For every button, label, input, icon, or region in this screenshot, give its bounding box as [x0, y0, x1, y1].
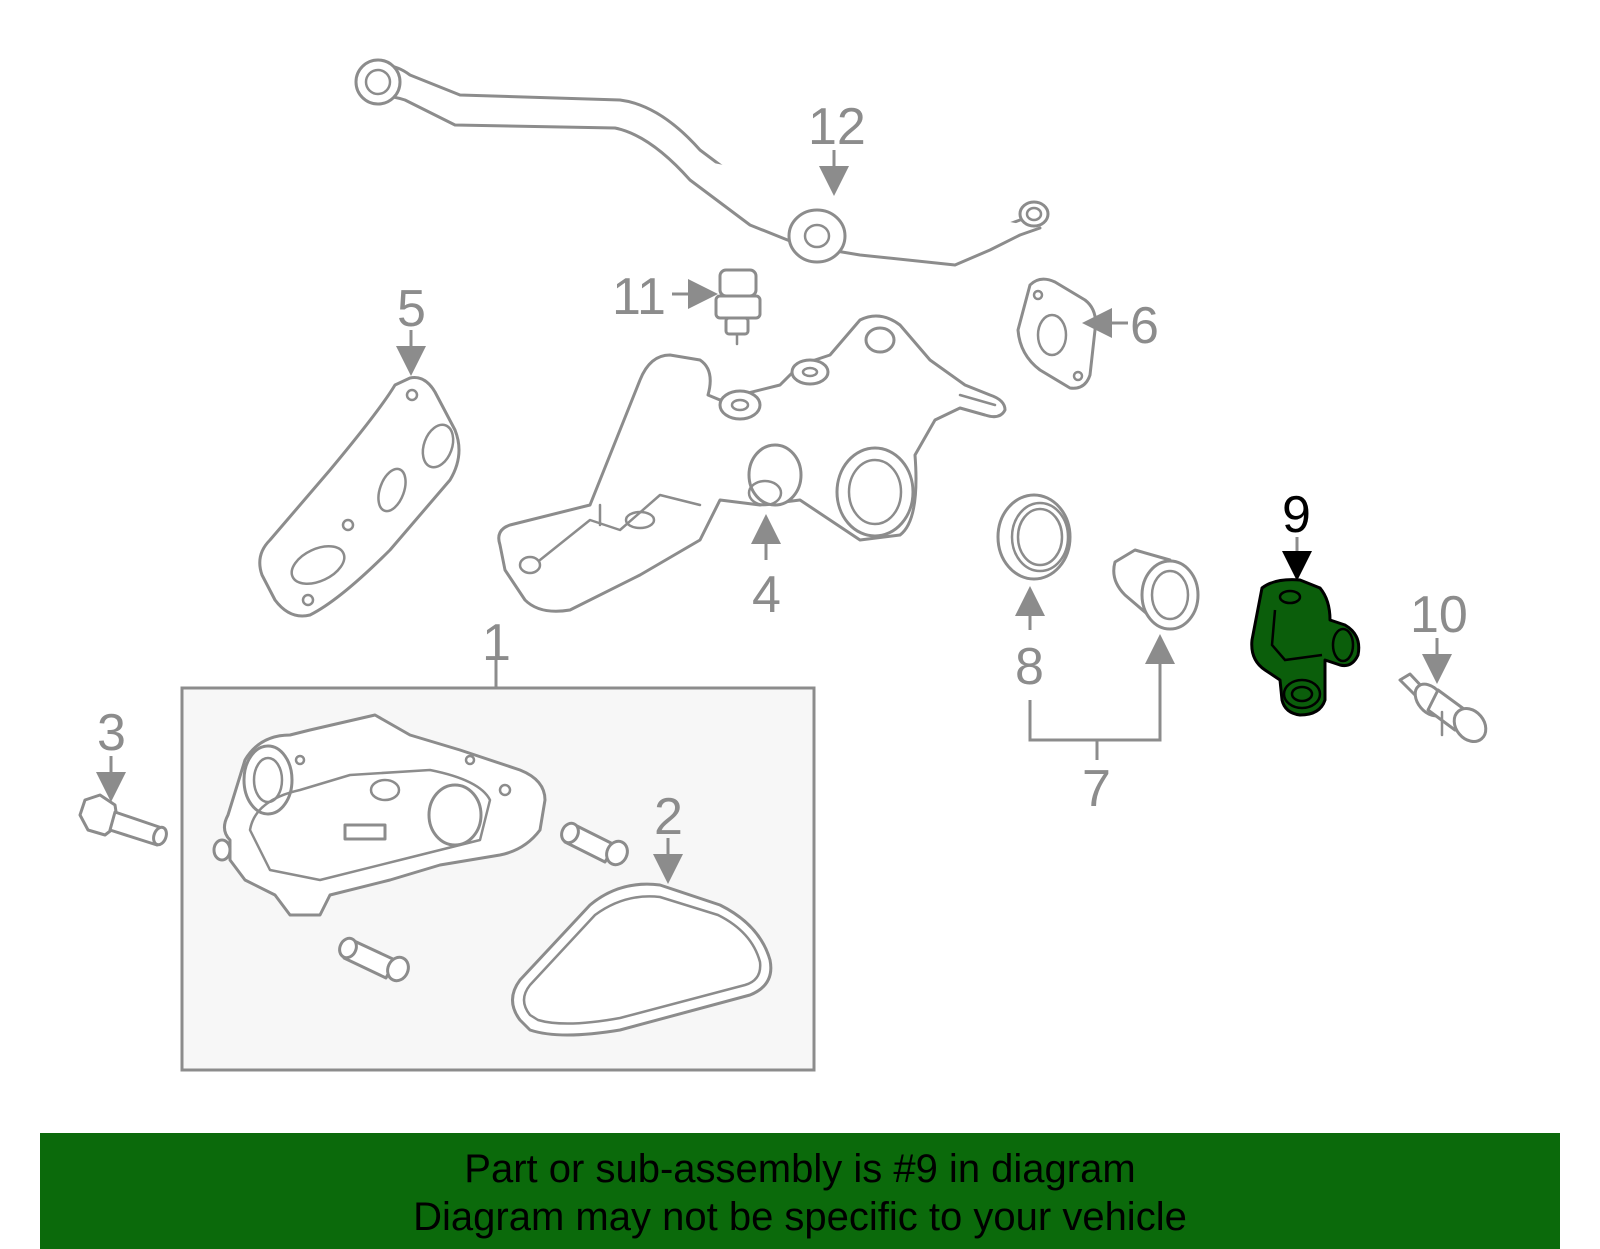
dowel-pin-upper [560, 821, 629, 867]
parts-diagram: 12 11 5 4 [78, 58, 1488, 1072]
callout-7: 7 [1082, 760, 1111, 818]
callout-8: 8 [1015, 638, 1044, 696]
callout-3: 3 [97, 704, 126, 762]
callout-2: 2 [654, 788, 683, 846]
part-11-sensor [714, 268, 762, 346]
part-10-sensor [1398, 672, 1488, 743]
dowel-pin-lower [338, 936, 410, 983]
part-9-highlighted [1250, 578, 1361, 717]
callout-9: 9 [1282, 486, 1311, 544]
bracket-7 [1028, 700, 1162, 742]
part-3-bolt [78, 793, 168, 847]
part-2-gasket [511, 882, 773, 1037]
callout-10: 10 [1410, 586, 1468, 644]
part-4-housing [497, 314, 1007, 613]
callout-6: 6 [1130, 297, 1159, 355]
part-7-thermostat [1112, 548, 1200, 631]
callout-5: 5 [397, 280, 426, 338]
part-5-gasket [258, 376, 461, 618]
callout-4: 4 [752, 566, 781, 624]
callout-1: 1 [482, 614, 511, 672]
part-12-pipe [354, 58, 1050, 267]
banner-line-1: Part or sub-assembly is #9 in diagram [464, 1147, 1136, 1191]
callout-11: 11 [612, 268, 666, 326]
part-6-gasket [1016, 277, 1097, 390]
callout-12: 12 [808, 98, 866, 156]
banner-line-2: Diagram may not be specific to your vehi… [413, 1195, 1187, 1239]
part-8-seal [996, 493, 1072, 581]
part-1-water-pump [212, 713, 547, 917]
info-banner: Part or sub-assembly is #9 in diagram Di… [40, 1133, 1560, 1249]
